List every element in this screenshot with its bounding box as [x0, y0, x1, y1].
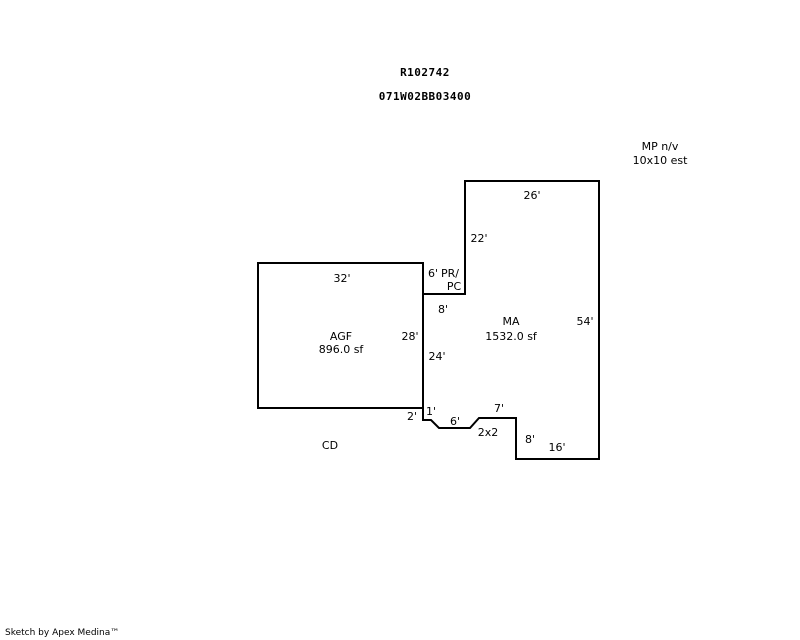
- dim-step: 6': [428, 267, 438, 280]
- ma-outline: [422, 180, 600, 460]
- mp-note-line1: MP n/v: [642, 140, 679, 153]
- ma-label: MA: [502, 315, 519, 328]
- pc-label: PC: [447, 280, 462, 293]
- dim-seven: 7': [494, 402, 504, 415]
- mp-note-line2: 10x10 est: [633, 154, 688, 167]
- dim-sixteen: 16': [548, 441, 565, 454]
- dim-eight-a: 8': [438, 303, 448, 316]
- agf-size: 896.0 sf: [319, 343, 365, 356]
- agf-label: AGF: [330, 330, 352, 343]
- dim-two-by-two: 2x2: [478, 426, 499, 439]
- dim-ma-top: 26': [523, 189, 540, 202]
- parcel-id: R102742: [400, 66, 450, 79]
- pr-label: PR/: [441, 267, 459, 280]
- dim-agf-top: 32': [333, 272, 350, 285]
- dim-eight-b: 8': [525, 433, 535, 446]
- map-id: 071W02BB03400: [378, 90, 472, 103]
- footer-credit: Sketch by Apex Medina™: [5, 628, 120, 638]
- ma-size: 1532.0 sf: [485, 330, 538, 343]
- floor-plan-sketch: MP n/v 10x10 est CD AGF 896.0 sf MA 1532…: [257, 140, 688, 460]
- dim-one: 1': [426, 405, 436, 418]
- cd-note: CD: [322, 439, 338, 452]
- dim-twenty-four: 24': [428, 350, 445, 363]
- dim-ma-left-upper: 22': [470, 232, 487, 245]
- dim-ma-right: 54': [576, 315, 593, 328]
- dim-agf-right: 28': [401, 330, 418, 343]
- dim-six: 6': [450, 415, 460, 428]
- dim-two: 2': [407, 410, 417, 423]
